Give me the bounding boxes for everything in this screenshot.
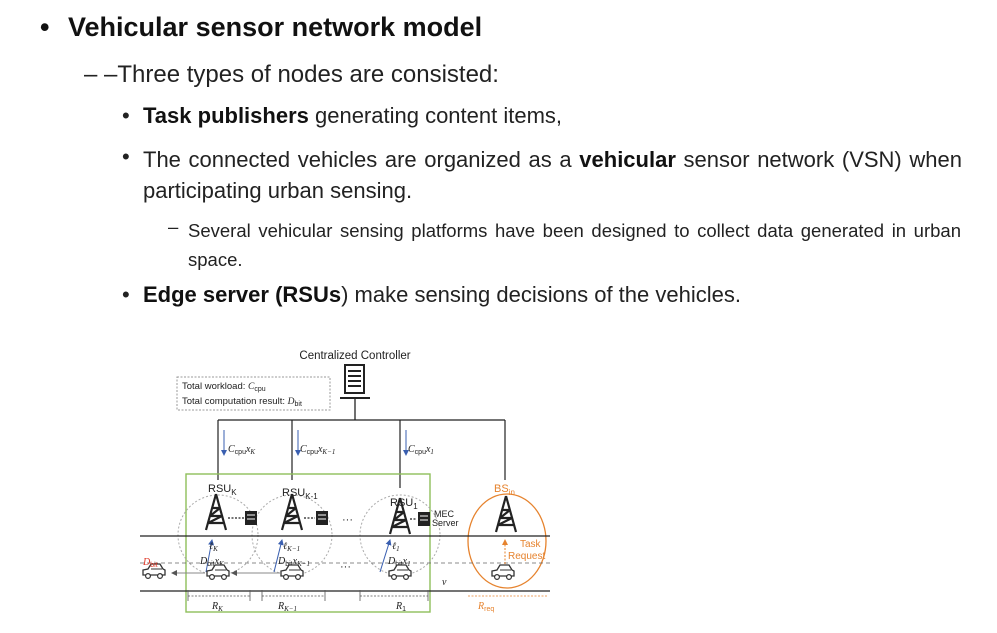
speed-label: v [442, 577, 447, 588]
downlink-label-k1: CcpuxK−1 [300, 444, 335, 456]
rsu-k-tower-icon [204, 492, 228, 532]
bs-coverage [467, 493, 547, 589]
range-1-label: R1 [395, 601, 406, 613]
vehicular-bold: vehicular [579, 147, 676, 172]
car-icon-requester [491, 564, 515, 581]
ell-1-label: ℓ1 [392, 541, 400, 553]
range-k-label: RK [211, 601, 223, 613]
ell-k1-label: ℓK−1 [283, 541, 300, 553]
downlink-label-1: Ccpux1 [408, 444, 434, 456]
controller-server-icon [340, 364, 370, 399]
connected-vehicles-post: sensor network (VSN) when participating … [143, 147, 962, 203]
car-icon-1 [388, 564, 412, 581]
rsu-k-server-icon [244, 510, 258, 526]
downlink-label-k: CcpuxK [228, 444, 255, 456]
workload-text: Total workload: Ccpu [182, 381, 266, 393]
range-k1-label: RK−1 [277, 601, 297, 613]
rsu-region [185, 473, 431, 613]
ell-k-label: ℓK [209, 541, 218, 553]
task-publishers-text: generating content items, [308, 103, 563, 128]
task-label-1: Task [520, 539, 542, 550]
task-publishers-bold: Task publishers [143, 103, 309, 128]
controller-label: Centralized Controller [299, 350, 410, 362]
platforms-text: Several vehicular sensing platforms have… [188, 220, 961, 270]
edge-server-bold: Edge server (RSUs [143, 282, 342, 307]
dbit-out-label: Dbit [142, 557, 158, 569]
mec-label-1: MEC [434, 509, 455, 519]
task-label-2: Request [508, 551, 545, 562]
rsu-k1-server-icon [315, 510, 329, 526]
slide-title: Vehicular sensor network model [68, 12, 483, 42]
bs-tower-icon [494, 494, 518, 534]
level2-text: –Three types of nodes are consisted: [104, 61, 499, 88]
ellipsis-top: ··· [342, 514, 353, 526]
ellipsis-bottom: ··· [340, 561, 351, 573]
rsu-k1-label: RSUK-1 [282, 487, 318, 501]
workload-box [176, 376, 331, 411]
dash-marker: – [84, 61, 98, 88]
connected-vehicles-pre: The connected vehicles are organized as … [143, 147, 580, 172]
rsu-1-server-icon [417, 511, 431, 527]
level2-item: – –Three types of nodes are consisted: [84, 61, 499, 89]
result-text: Total computation result: Dbit [182, 396, 302, 408]
dbit-k-label: DbitxK [199, 556, 224, 568]
bullet-dot: • [40, 12, 50, 42]
rsu-k-label: RSUK [208, 483, 237, 497]
range-req-label: Rreq [477, 601, 494, 613]
edge-server-text: make sensing decisions of the vehicles. [348, 282, 741, 307]
bs-label: BSin [494, 483, 515, 497]
rsu-k1-tower-icon [280, 492, 304, 532]
mec-label-2: Server [432, 518, 459, 528]
